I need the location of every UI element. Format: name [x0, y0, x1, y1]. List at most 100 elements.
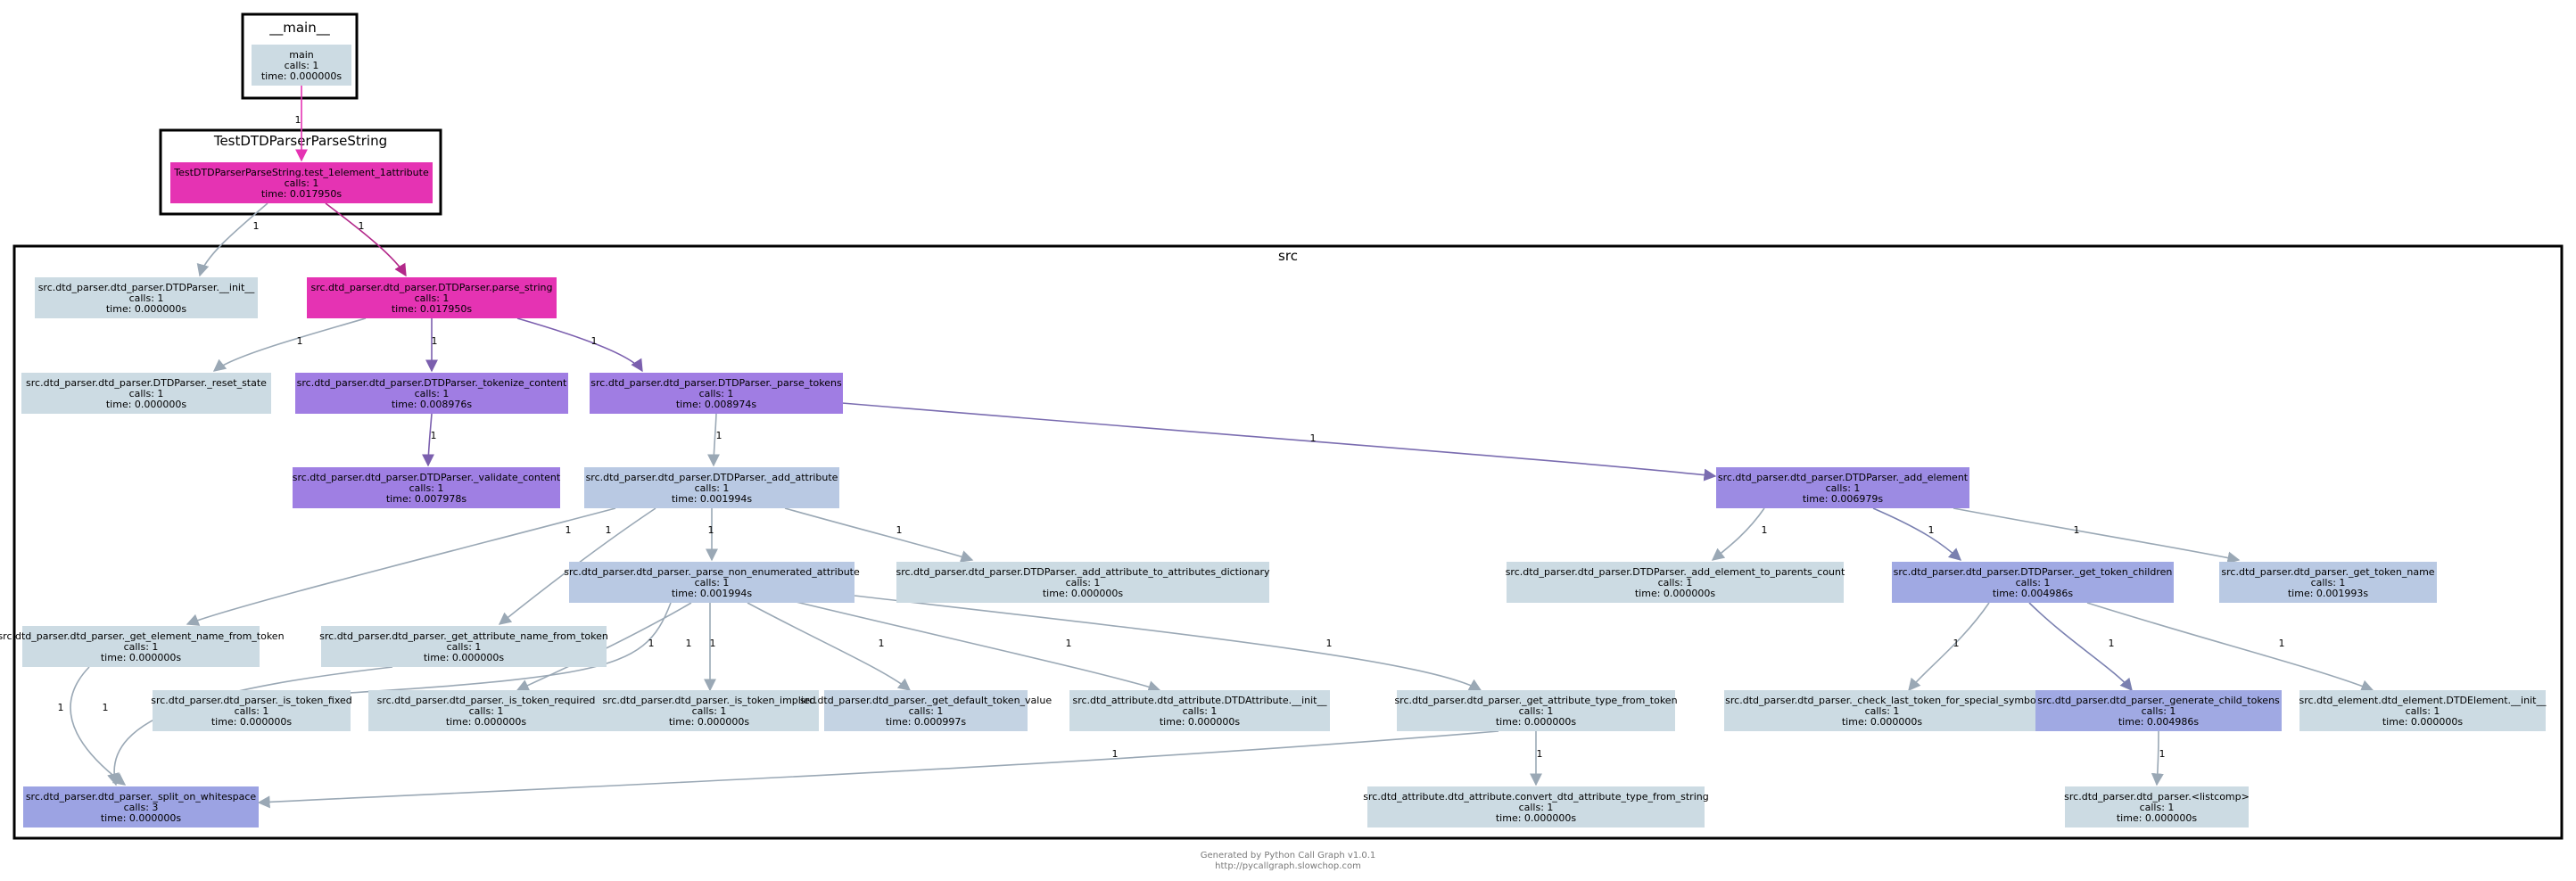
node-gen-child[interactable]: src.dtd_parser.dtd_parser._generate_chil…	[2035, 690, 2282, 731]
node-split-ws[interactable]: src.dtd_parser.dtd_parser._split_on_whit…	[23, 786, 259, 827]
node-box	[1716, 467, 1969, 508]
edge-parse-string-to-reset-state: 1	[212, 317, 367, 372]
node-dtdattr-init[interactable]: src.dtd_attribute.dtd_attribute.DTDAttri…	[1069, 690, 1330, 731]
node-get-attr-type[interactable]: src.dtd_parser.dtd_parser._get_attribute…	[1394, 690, 1678, 731]
edge-parse-non-enum-to-is-implied: 1	[704, 603, 716, 692]
edge-test-fn-to-init: 1	[196, 202, 268, 277]
node-parse-string[interactable]: src.dtd_parser.dtd_parser.DTDParser.pars…	[307, 277, 557, 318]
edge-call-count: 1	[1762, 524, 1768, 536]
edge-call-count: 1	[1953, 638, 1960, 649]
node-is-required[interactable]: src.dtd_parser.dtd_parser._is_token_requ…	[368, 690, 604, 731]
node-get-token-name[interactable]: src.dtd_parser.dtd_parser._get_token_nam…	[2219, 562, 2437, 603]
edge-parse-non-enum-to-get-default: 1	[747, 602, 912, 691]
node-box	[2065, 786, 2249, 827]
node-calls: calls: 1	[2406, 705, 2440, 717]
node-name: src.dtd_attribute.dtd_attribute.DTDAttri…	[1073, 695, 1327, 706]
footer-url: http://pycallgraph.slowchop.com	[1215, 861, 1361, 871]
node-dtdel-init[interactable]: src.dtd_element.dtd_element.DTDElement._…	[2299, 690, 2547, 731]
node-listcomp[interactable]: src.dtd_parser.dtd_parser.<listcomp>call…	[2064, 786, 2250, 827]
node-parse-non-enum[interactable]: src.dtd_parser.dtd_parser._parse_non_enu…	[564, 562, 860, 603]
node-calls: calls: 1	[285, 177, 319, 189]
node-time: time: 0.000000s	[446, 716, 527, 728]
edge-call-count: 1	[2074, 524, 2080, 536]
node-time: time: 0.008976s	[392, 399, 473, 410]
node-box	[1397, 690, 1675, 731]
node-box	[321, 626, 607, 667]
node-box	[1724, 690, 2040, 731]
node-time: time: 0.001993s	[2288, 588, 2369, 599]
node-time: time: 0.000000s	[106, 399, 187, 410]
node-name: src.dtd_parser.dtd_parser._is_token_requ…	[377, 695, 596, 706]
node-validate[interactable]: src.dtd_parser.dtd_parser.DTDParser._val…	[293, 467, 561, 508]
node-calls: calls: 1	[909, 705, 944, 717]
edge-line	[2028, 602, 2133, 692]
node-check-last[interactable]: src.dtd_parser.dtd_parser._check_last_to…	[1724, 690, 2040, 731]
node-calls: calls: 1	[1826, 482, 1861, 494]
node-parse-tokens[interactable]: src.dtd_parser.dtd_parser.DTDParser._par…	[590, 373, 843, 414]
node-calls: calls: 1	[2142, 705, 2176, 717]
edge-line	[422, 413, 435, 467]
node-name: src.dtd_parser.dtd_parser._check_last_to…	[1725, 695, 2039, 706]
node-box	[896, 562, 1269, 603]
cluster-frame	[159, 128, 442, 216]
node-init[interactable]: src.dtd_parser.dtd_parser.DTDParser.__in…	[35, 277, 258, 318]
node-name: src.dtd_parser.dtd_parser.DTDParser._res…	[26, 377, 267, 389]
node-add-attr[interactable]: src.dtd_parser.dtd_parser.DTDParser._add…	[584, 467, 839, 508]
node-test-fn[interactable]: TestDTDParserParseString.test_1element_1…	[170, 162, 433, 203]
node-name: src.dtd_parser.dtd_parser._get_token_nam…	[2221, 566, 2434, 578]
cluster-frame	[12, 244, 2564, 840]
node-get-default[interactable]: src.dtd_parser.dtd_parser._get_default_t…	[800, 690, 1052, 731]
edge-line	[516, 317, 643, 373]
node-box	[170, 162, 433, 203]
node-box	[1069, 690, 1330, 731]
node-calls: calls: 1	[1658, 577, 1693, 589]
edge-line	[2086, 602, 2374, 692]
node-time: time: 0.000000s	[424, 652, 505, 663]
edge-line	[325, 202, 407, 277]
node-time: time: 0.000000s	[2117, 812, 2198, 824]
node-tokenize[interactable]: src.dtd_parser.dtd_parser.DTDParser._tok…	[295, 373, 568, 414]
node-box	[23, 786, 259, 827]
edge-parse-non-enum-to-dtdattr-init: 1	[784, 598, 1161, 693]
footer: Generated by Python Call Graph v1.0.1 ht…	[1201, 851, 1376, 871]
node-box	[35, 277, 258, 318]
node-box	[252, 45, 351, 86]
node-add-attr-dict[interactable]: src.dtd_parser.dtd_parser.DTDParser._add…	[896, 562, 1270, 603]
node-add-el-parents[interactable]: src.dtd_parser.dtd_parser.DTDParser._add…	[1506, 562, 1845, 603]
node-name: src.dtd_parser.dtd_parser._generate_chil…	[2037, 695, 2280, 706]
edge-call-count: 1	[896, 524, 903, 536]
node-reset-state[interactable]: src.dtd_parser.dtd_parser.DTDParser._res…	[21, 373, 271, 414]
node-convert-type[interactable]: src.dtd_attribute.dtd_attribute.convert_…	[1363, 786, 1709, 827]
edge-call-count: 1	[359, 220, 365, 232]
node-time: time: 0.000000s	[1160, 716, 1241, 728]
node-time: time: 0.000000s	[101, 812, 182, 824]
node-calls: calls: 1	[2140, 802, 2175, 813]
node-time: time: 0.000000s	[1043, 588, 1124, 599]
node-is-fixed[interactable]: src.dtd_parser.dtd_parser._is_token_fixe…	[151, 690, 352, 731]
node-time: time: 0.000000s	[2382, 716, 2464, 728]
node-box	[307, 277, 557, 318]
edge-call-count: 1	[431, 430, 437, 441]
node-calls: calls: 1	[2311, 577, 2346, 589]
node-get-children[interactable]: src.dtd_parser.dtd_parser.DTDParser._get…	[1892, 562, 2174, 603]
node-time: time: 0.017950s	[261, 188, 343, 200]
node-calls: calls: 1	[129, 388, 164, 399]
node-get-el-name[interactable]: src.dtd_parser.dtd_parser._get_element_n…	[0, 626, 285, 667]
node-name: src.dtd_parser.dtd_parser._get_attribute…	[1394, 695, 1677, 706]
cluster-title: TestDTDParserParseString	[213, 133, 387, 149]
node-name: src.dtd_parser.dtd_parser.DTDParser.pars…	[310, 282, 552, 293]
node-name: src.dtd_parser.dtd_parser.DTDParser.__in…	[38, 282, 255, 293]
node-add-element[interactable]: src.dtd_parser.dtd_parser.DTDParser._add…	[1716, 467, 1969, 508]
node-name: src.dtd_parser.dtd_parser.DTDParser._get…	[1894, 566, 2173, 578]
edge-call-count: 1	[253, 220, 260, 232]
node-is-implied[interactable]: src.dtd_parser.dtd_parser._is_token_impl…	[599, 690, 819, 731]
cluster-src: src	[12, 244, 2564, 840]
edge-parse-string-to-tokenize: 1	[425, 317, 438, 373]
node-get-attr-name[interactable]: src.dtd_parser.dtd_parser._get_attribute…	[319, 626, 608, 667]
node-name: src.dtd_element.dtd_element.DTDElement._…	[2299, 695, 2547, 706]
edge-parse-tokens-to-add-attr: 1	[707, 413, 722, 467]
node-name: src.dtd_parser.dtd_parser.DTDParser._val…	[293, 472, 561, 483]
